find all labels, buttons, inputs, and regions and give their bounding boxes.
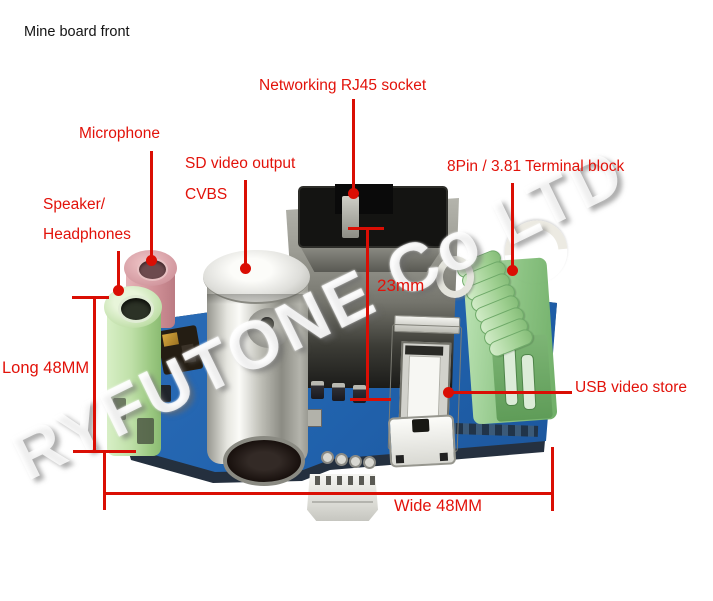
bnc-bottom-socket [223, 436, 305, 486]
bnc-top [203, 250, 310, 304]
usb-contacts [405, 345, 444, 356]
label-sd-video-output: SD video output [185, 155, 296, 172]
leader-dot-terminal [507, 265, 518, 276]
smd-capacitor [332, 383, 345, 401]
jst-pin [370, 476, 375, 485]
solder-pad [349, 455, 362, 468]
label-networking-rj45: Networking RJ45 socket [259, 77, 427, 94]
leader-line-cvbs [244, 180, 247, 270]
label-microphone: Microphone [79, 125, 160, 142]
leader-line-terminal [511, 183, 514, 271]
label-dim-long: Long 48MM [2, 359, 90, 377]
bnc-dimple-dot [260, 317, 274, 331]
dim-line-rj45-height [366, 228, 369, 400]
leader-dot-usb [443, 387, 454, 398]
smd-capacitor [311, 381, 324, 399]
rj45-bevel [300, 246, 444, 272]
speaker-jack [104, 286, 164, 458]
speaker-jack-hole [118, 295, 154, 323]
button-foot [439, 452, 449, 462]
bnc-rim-shadow [207, 294, 308, 304]
dim-tick-long-bottom [73, 450, 136, 453]
speaker-jack-notch [137, 418, 154, 444]
leader-line-networking [352, 99, 355, 194]
jst-pin [315, 476, 320, 485]
dim-tick-wide-left [103, 452, 106, 510]
bnc-connector [203, 250, 311, 486]
dim-tick-wide-right [551, 447, 554, 511]
leader-line-speaker [117, 251, 120, 292]
solder-pad [335, 453, 348, 466]
button-switch [387, 414, 457, 468]
leader-dot-microphone [146, 255, 157, 266]
leader-dot-cvbs [240, 263, 251, 274]
speaker-jack-notch [113, 398, 126, 420]
mounting-ring [436, 256, 474, 298]
page-title: Mine board front [24, 24, 130, 40]
label-usb-video-store: USB video store [575, 379, 687, 396]
dim-tick-rj45-top [348, 227, 384, 230]
button-nub [411, 418, 430, 433]
label-cvbs: CVBS [185, 186, 228, 203]
dim-line-long [93, 298, 96, 452]
jst-seam [312, 501, 373, 503]
leader-line-usb [452, 391, 572, 394]
rj45-clip-tab [342, 196, 359, 238]
leader-dot-networking [348, 188, 359, 199]
leader-line-microphone [150, 151, 153, 261]
label-speaker: Speaker/ [43, 196, 106, 213]
jst-connector [307, 474, 378, 521]
leader-dot-speaker [113, 285, 124, 296]
jst-pin [359, 476, 364, 485]
jst-pin [326, 476, 331, 485]
dim-tick-long-top [72, 296, 109, 299]
jst-pin [337, 476, 342, 485]
button-foot [395, 454, 405, 464]
dim-tick-rj45-bottom [350, 398, 391, 401]
solder-pad [363, 456, 376, 469]
label-dim-rj45-height: 23mm [377, 276, 425, 295]
jst-pin [348, 476, 353, 485]
label-headphones: Headphones [43, 226, 131, 243]
solder-pad [321, 451, 334, 464]
bnc-body [207, 278, 308, 464]
label-terminal-block: 8Pin / 3.81 Terminal block [447, 158, 625, 175]
dim-line-wide [104, 492, 554, 495]
label-dim-wide: Wide 48MM [394, 497, 483, 515]
